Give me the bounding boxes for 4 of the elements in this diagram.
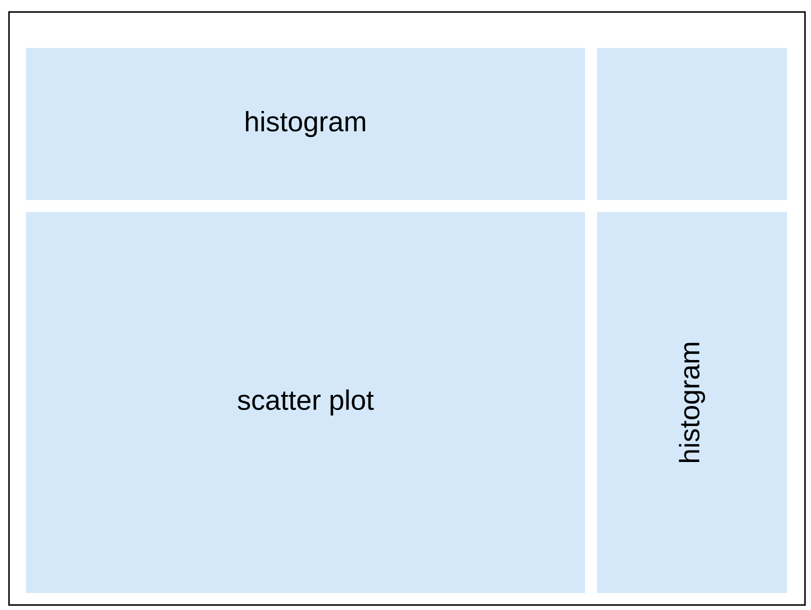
panel: histogram — [597, 212, 787, 593]
panel: histogram — [26, 48, 585, 200]
panel — [597, 48, 787, 200]
panel: scatter plot — [26, 212, 585, 593]
